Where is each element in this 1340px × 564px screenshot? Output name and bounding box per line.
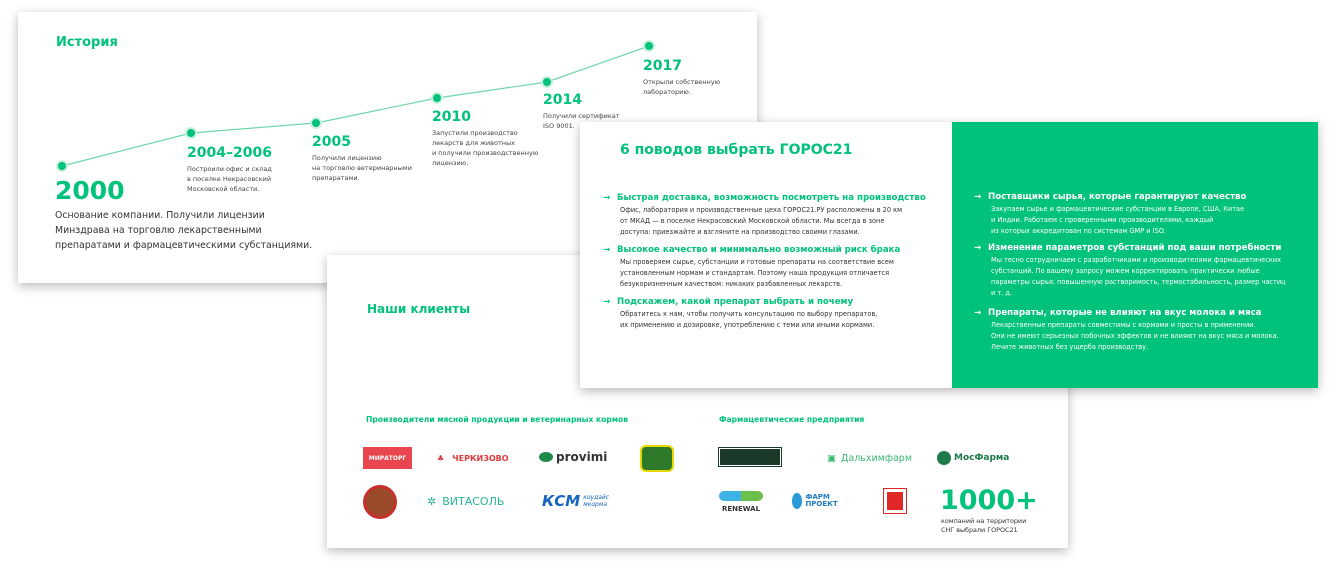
logo-red-k [883, 488, 907, 514]
event-text: лекарств для животных [432, 139, 515, 147]
arrow-right-icon: → [974, 308, 982, 318]
event-year: 2005 [312, 134, 351, 150]
logo-dalkhimfarm: ▣Дальхимфарм [827, 452, 913, 464]
event-text: Московской области. [187, 185, 260, 193]
reason-item: →Быстрая доставка, возможность посмотрет… [603, 193, 926, 236]
event-text: Запустили производство [432, 129, 518, 137]
timeline-dot [541, 76, 553, 88]
timeline-dot [643, 40, 655, 52]
reason-item: →Высокое качество и минимально возможный… [603, 245, 901, 288]
logo-vitasol: ✲ВИТАСОЛЬ [427, 494, 505, 508]
timeline-dot [431, 92, 443, 104]
timeline-dot [185, 127, 197, 139]
event-2017: 2017 Открыли собственную лабораторию. [643, 58, 720, 97]
reason-item: →Препараты, которые не влияют на вкус мо… [974, 308, 1279, 351]
logo-renewal: RENEWAL [719, 491, 763, 517]
event-text: лицензию. [432, 159, 469, 167]
arrow-right-icon: → [974, 243, 982, 253]
reason-item: →Изменение параметров субстанций под ваш… [974, 243, 1286, 297]
logo-cherkizovo: ♣ЧЕРКИЗОВО [437, 453, 509, 463]
event-text: на торговлю ветеринарными [312, 164, 412, 172]
event-text: Получили лицензию [312, 154, 382, 162]
clients-title: Наши клиенты [367, 302, 471, 316]
event-text: Получили сертификат [543, 112, 620, 120]
clients-group-meat: Производители мясной продукции и ветерин… [366, 415, 629, 424]
event-text: Основание компании. Получили лицензии [55, 210, 265, 221]
reasons-card: 6 поводов выбрать ГОРОС21 →Быстрая доста… [580, 122, 1318, 388]
event-text: Построили офис и склад [187, 165, 272, 173]
event-2010: 2010 Запустили производство лекарств для … [432, 109, 538, 168]
history-title: История [56, 35, 118, 50]
event-year: 2014 [543, 92, 582, 108]
event-year: 2017 [643, 58, 682, 74]
event-text: в поселке Некрасовский [187, 175, 272, 183]
event-text: Открыли собственную [643, 78, 721, 86]
event-text: ISO 9001. [543, 122, 575, 130]
logo-farmproekt: ФАРМ ПРОЕКТ [792, 491, 844, 511]
logo-mosfarma: МосФарма [937, 447, 1009, 469]
arrow-right-icon: → [603, 193, 611, 203]
timeline-dot [310, 117, 322, 129]
logo-round-emblem [363, 485, 397, 519]
reasons-green-panel: →Поставщики сырья, которые гарантируют к… [952, 122, 1318, 388]
logo-dark-pharma [718, 447, 782, 467]
reasons-title: 6 поводов выбрать ГОРОС21 [620, 142, 853, 158]
event-text: лабораторию. [643, 88, 691, 96]
event-text: Минздрава на торговлю лекарственными [55, 225, 262, 236]
timeline-dot [56, 160, 68, 172]
event-year: 2004–2006 [187, 145, 272, 161]
arrow-right-icon: → [603, 245, 611, 255]
event-2000: 2000 Основание компании. Получили лиценз… [55, 176, 312, 253]
reason-item: →Подскажем, какой препарат выбрать и поч… [603, 297, 878, 329]
clients-count: 1000+ [940, 485, 1038, 516]
event-year: 2010 [432, 109, 471, 125]
logo-provimi: provimi [539, 447, 607, 467]
event-2005: 2005 Получили лицензию на торговлю ветери… [312, 134, 412, 183]
event-text: препаратами и фармацевтическими субстанц… [55, 240, 313, 251]
arrow-right-icon: → [974, 192, 982, 202]
logo-miratorg: МИРАТОРГ [363, 447, 412, 469]
event-2004: 2004–2006 Построили офис и склад в поселк… [187, 145, 272, 194]
event-year: 2000 [55, 176, 125, 205]
event-text: и получили производственную [432, 149, 539, 157]
reason-item: →Поставщики сырья, которые гарантируют к… [974, 192, 1247, 235]
timeline-line [56, 40, 655, 172]
clients-group-pharma: Фармацевтические предприятия [719, 415, 865, 424]
event-text: препаратами. [312, 174, 360, 182]
reasons-left: →Быстрая доставка, возможность посмотрет… [603, 193, 926, 331]
arrow-right-icon: → [603, 297, 611, 307]
logo-green-emblem [640, 445, 674, 472]
